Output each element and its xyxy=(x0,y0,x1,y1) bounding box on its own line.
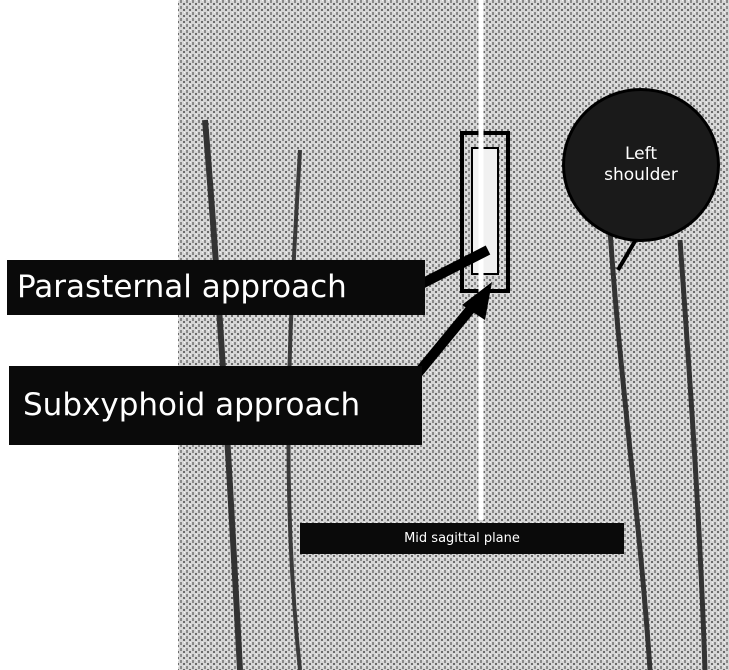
left-shoulder-callout: Left shoulder xyxy=(562,88,720,242)
mid-sagittal-label: Mid sagittal plane xyxy=(300,523,624,554)
shoulder-line2: shoulder xyxy=(604,165,678,186)
subxyphoid-label: Subxyphoid approach xyxy=(9,366,422,445)
parasternal-label: Parasternal approach xyxy=(7,260,425,315)
mid-sagittal-text: Mid sagittal plane xyxy=(404,531,520,546)
shoulder-line1: Left xyxy=(625,144,657,165)
subxyphoid-text: Subxyphoid approach xyxy=(23,387,360,423)
parasternal-text: Parasternal approach xyxy=(17,269,347,305)
